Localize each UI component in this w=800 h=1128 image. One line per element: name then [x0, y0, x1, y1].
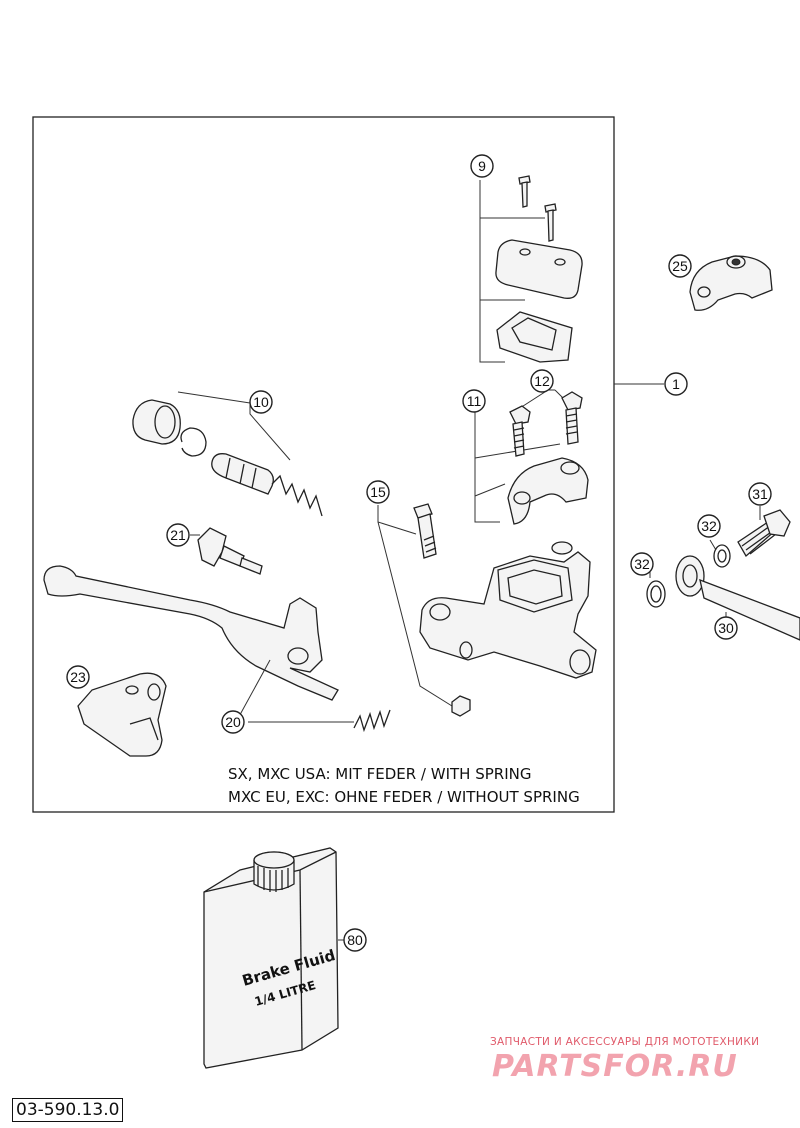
- callout-11: 11: [462, 389, 486, 413]
- callout-20: 20: [221, 710, 245, 734]
- callout-80: 80: [343, 928, 367, 952]
- callout-32-right: 32: [697, 514, 721, 538]
- callout-32-right-label: 32: [701, 518, 717, 534]
- part-80-brake-fluid-bottle: [203, 847, 344, 1069]
- diagram-code: 03-590.13.0: [12, 1098, 124, 1122]
- part-9-reservoir-cover-group: [479, 175, 583, 363]
- watermark-tagline: ЗАПЧАСТИ И АКСЕССУАРЫ ДЛЯ МОТОТЕХНИКИ: [490, 1036, 760, 1048]
- part-1-master-cylinder: [419, 383, 664, 679]
- part-20-spring: [248, 709, 391, 733]
- callout-80-label: 80: [347, 932, 363, 948]
- callout-25: 25: [668, 254, 692, 278]
- callout-31: 31: [748, 482, 772, 506]
- part-11-12-clamp-bolts: [474, 389, 589, 525]
- note-line-1: SX, MXC USA: MIT FEDER / WITH SPRING: [228, 765, 531, 783]
- callout-30: 30: [714, 616, 738, 640]
- callout-32-left-label: 32: [634, 556, 650, 572]
- callout-9: 9: [470, 154, 494, 178]
- callout-11-label: 11: [467, 393, 482, 409]
- callout-10-label: 10: [253, 394, 269, 410]
- callout-25-label: 25: [672, 258, 688, 274]
- part-25-clamp: [689, 255, 773, 311]
- callout-1-label: 1: [672, 376, 680, 392]
- callout-12-label: 12: [534, 373, 550, 389]
- watermark-logo: PARTSFOR.RU: [492, 1049, 738, 1084]
- callout-15-label: 15: [370, 484, 386, 500]
- callout-21: 21: [166, 523, 190, 547]
- callout-23-label: 23: [70, 669, 86, 685]
- callout-10: 10: [249, 390, 273, 414]
- callout-30-label: 30: [718, 620, 734, 636]
- callout-23: 23: [66, 665, 90, 689]
- callout-15: 15: [366, 480, 390, 504]
- callout-32-left: 32: [630, 552, 654, 576]
- assembly-frame: [32, 116, 615, 813]
- callout-12: 12: [530, 369, 554, 393]
- part-30-31-32-brake-line: [646, 506, 800, 641]
- callout-9-label: 9: [478, 158, 486, 174]
- callout-1: 1: [664, 372, 688, 396]
- callout-21-label: 21: [170, 527, 186, 543]
- part-10-piston-kit: [132, 391, 323, 517]
- note-line-2: MXC EU, EXC: OHNE FEDER / WITHOUT SPRING: [228, 788, 580, 806]
- part-23-lever-cover: [77, 672, 167, 757]
- part-15-pivot-bolt: [377, 503, 471, 717]
- part-21-adjuster: [190, 527, 263, 575]
- callout-31-label: 31: [752, 486, 768, 502]
- part-20-brake-lever: [43, 565, 339, 723]
- callout-20-label: 20: [225, 714, 241, 730]
